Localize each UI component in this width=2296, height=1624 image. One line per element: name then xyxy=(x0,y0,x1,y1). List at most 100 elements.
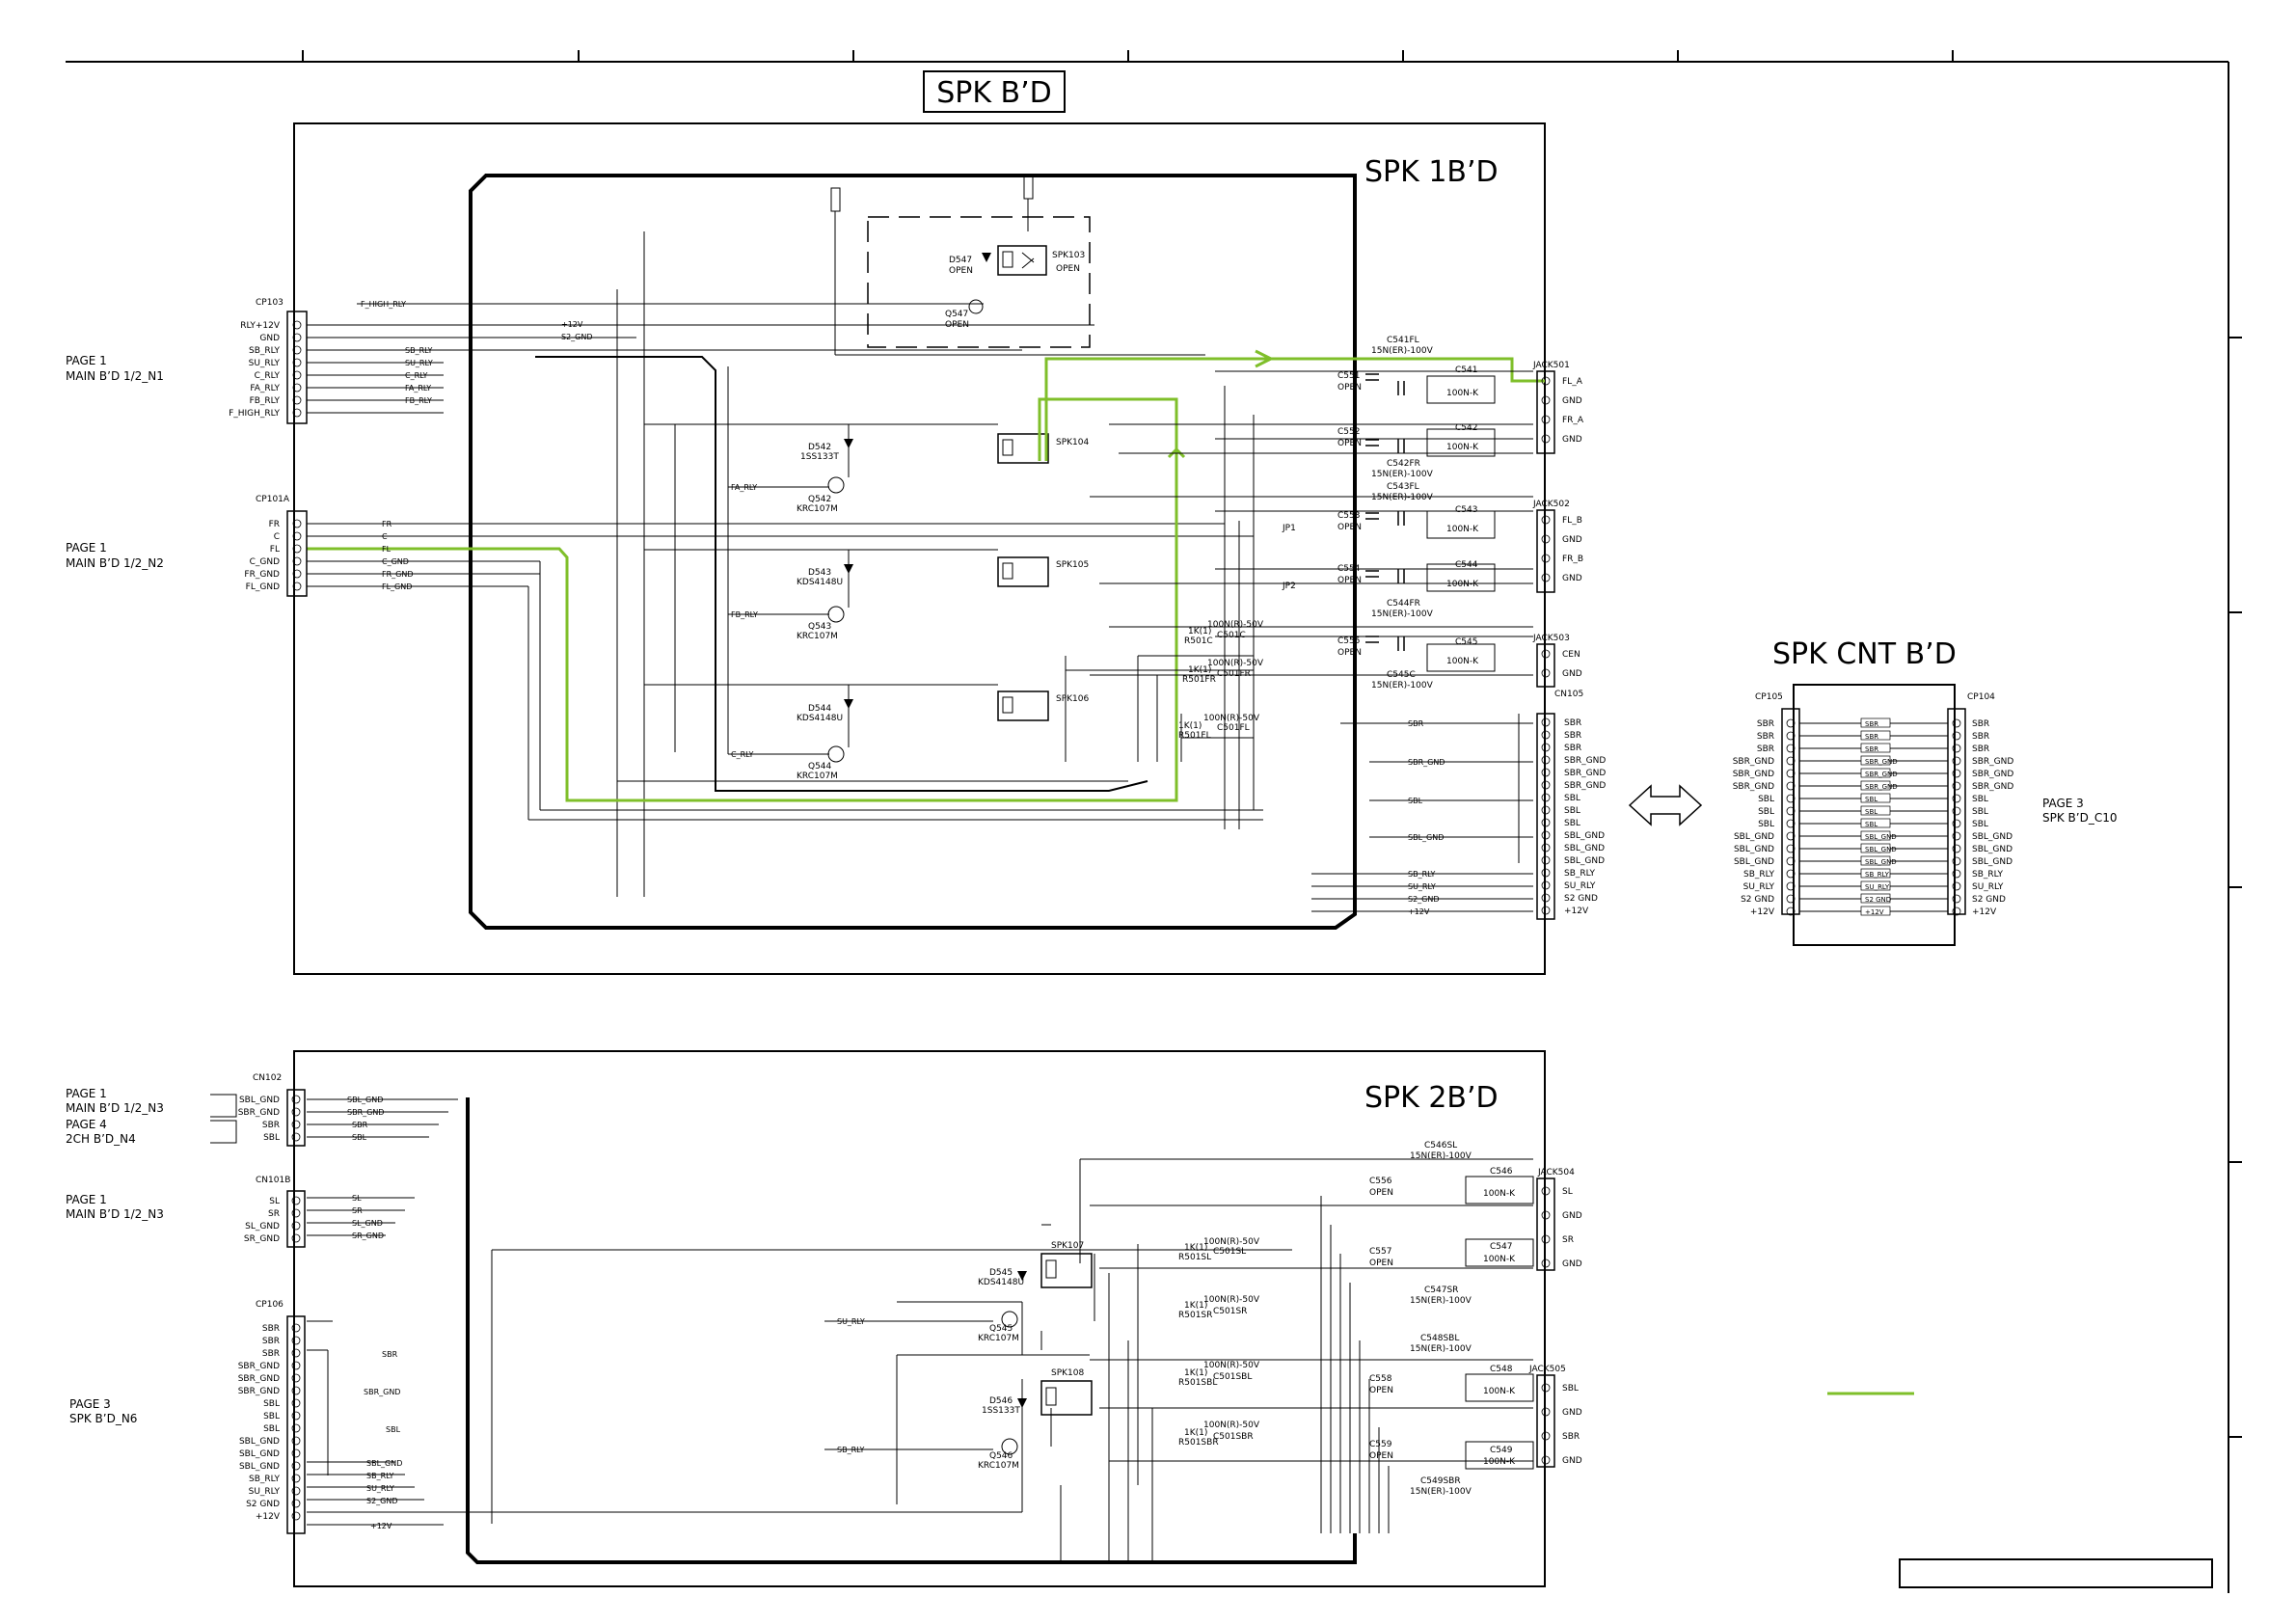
cp106-pin-labels: SBRSBRSBRSBR_GNDSBR_GNDSBR_GNDSBLSBLSBLS… xyxy=(238,1323,301,1522)
ground-bus-inner xyxy=(535,356,1148,792)
cp104-pin xyxy=(1952,769,1961,778)
cp104-pin xyxy=(1952,894,1961,904)
q545-label: Q545 xyxy=(989,1324,1013,1334)
cp101a-pin xyxy=(292,569,302,579)
cp105-pin-label: SBL_GND xyxy=(1734,832,1774,842)
cp101a-wires xyxy=(307,523,1263,821)
jp2-label: JP2 xyxy=(1282,582,1296,591)
net-su-rly-2: SU_RLY xyxy=(1408,882,1436,891)
cnt-net-tag xyxy=(1860,906,1891,916)
spk2-title: SPK 2B’D xyxy=(1364,1081,1499,1115)
net2-sb-rly: SB_RLY xyxy=(837,1446,865,1454)
cp106-pin-label: SBR xyxy=(262,1349,280,1359)
cp103-pin xyxy=(292,345,302,355)
ref-page1-n2-line1: PAGE 1 xyxy=(66,541,107,555)
c547-label: C547 xyxy=(1490,1242,1512,1252)
net-c-rly-2: C_RLY xyxy=(731,750,754,759)
spk103-status: OPEN xyxy=(1056,264,1080,274)
c551-status: OPEN xyxy=(1337,383,1362,392)
jack504-pin-label: SR xyxy=(1562,1235,1574,1245)
spk103-label: SPK103 xyxy=(1052,251,1085,260)
ground-loop xyxy=(469,174,1357,930)
jack505-name: JACK505 xyxy=(1528,1365,1566,1374)
spk1-title: SPK 1B’D xyxy=(1364,155,1499,189)
cn105-pin-label: SBL_GND xyxy=(1564,856,1605,866)
cn105-pin xyxy=(1541,730,1551,740)
cp106-pin xyxy=(291,1511,301,1521)
relay-spk106 xyxy=(997,690,1049,721)
d542-label: D542 xyxy=(808,443,831,452)
cp106-pin xyxy=(291,1423,301,1433)
cp106-pin xyxy=(291,1486,301,1496)
relay-spk107 xyxy=(1040,1253,1093,1288)
net2-su-rly: SU_RLY xyxy=(837,1317,865,1326)
ref-page1-n3-line1: PAGE 1 xyxy=(66,1087,107,1100)
relay-spk104 xyxy=(997,433,1049,464)
net-sb-rly: SB_RLY xyxy=(405,346,433,355)
net2-sbr-gnd-cp106: SBR_GND xyxy=(364,1388,400,1396)
c542fr-label: C542FR xyxy=(1387,459,1420,469)
c501sbr-rating: 100N(R)-50V xyxy=(1203,1421,1260,1430)
net-fb-rly-2: FB_RLY xyxy=(731,610,758,619)
cp105-pin xyxy=(1786,794,1796,803)
c559-label: C559 xyxy=(1369,1440,1392,1449)
c557-status: OPEN xyxy=(1369,1259,1393,1268)
c557-label: C557 xyxy=(1369,1247,1391,1257)
c543fl-label: C543FL xyxy=(1387,482,1419,492)
c547sr-label: C547SR xyxy=(1424,1286,1458,1295)
cn105-pin-label: SBR xyxy=(1564,744,1581,753)
c548-value: 100N-K xyxy=(1483,1387,1516,1396)
cp101a-pin-label: C_GND xyxy=(250,557,280,567)
jack505-pin-label: SBR xyxy=(1562,1432,1580,1442)
cp104-pin-label: SB_RLY xyxy=(1972,870,2003,880)
cp103-pin-label: GND xyxy=(259,334,280,343)
cp105-pin-label: SBL xyxy=(1758,820,1774,829)
jack501-name: JACK501 xyxy=(1532,361,1570,370)
cp104-pin-label: SBR_GND xyxy=(1972,770,2013,779)
jack504-pin xyxy=(1541,1234,1551,1244)
cn105-pin-label: +12V xyxy=(1564,907,1589,916)
spk105-label: SPK105 xyxy=(1056,560,1089,570)
cp104-name: CP104 xyxy=(1967,692,1995,702)
cp104-pin xyxy=(1952,844,1961,853)
cp106-pin xyxy=(291,1361,301,1370)
cnt-net-tag xyxy=(1860,893,1891,904)
d543-label: D543 xyxy=(808,568,831,578)
jack501-pin-label: GND xyxy=(1562,435,1582,445)
jack501-pin-label: GND xyxy=(1562,396,1582,406)
cp105-pin xyxy=(1786,819,1796,828)
cp106-name: CP106 xyxy=(256,1300,284,1310)
c543fl-rating: 15N(ER)-100V xyxy=(1371,493,1434,502)
cp104-pin-label: S2 GND xyxy=(1972,895,2006,905)
cp105-pin-label: SBR xyxy=(1757,732,1774,742)
jack502-pin xyxy=(1541,573,1551,582)
cnt-net-tag-label: SBL xyxy=(1865,808,1877,816)
cp104-pin-label: SBL_GND xyxy=(1972,845,2012,854)
cp103-pin-labels: RLY+12VGNDSB_RLYSU_RLYC_RLYFA_RLYFB_RLYF… xyxy=(229,320,302,419)
c554-status: OPEN xyxy=(1337,576,1362,585)
net2-sl: SL xyxy=(352,1194,362,1203)
c501fr-rating: 100N(R)-50V xyxy=(1207,659,1264,668)
cn102-pin xyxy=(291,1120,301,1129)
jack501-pin xyxy=(1541,376,1551,386)
c549-label: C549 xyxy=(1490,1446,1513,1455)
cp106-pin-label: SBR xyxy=(262,1337,280,1346)
cp105-pin xyxy=(1786,856,1796,866)
cp105-pin xyxy=(1786,769,1796,778)
highlighted-trace xyxy=(307,349,1545,802)
net-fb-rly: FB_RLY xyxy=(405,396,432,405)
r501fr-value: 1K(1) xyxy=(1188,665,1211,675)
r501sbl-label: R501SBL xyxy=(1178,1378,1217,1388)
cp106-pin-label: SBR_GND xyxy=(238,1374,280,1384)
c547-value: 100N-K xyxy=(1483,1255,1516,1264)
cp104-pin-label: SBL xyxy=(1972,820,1988,829)
cn105-pin xyxy=(1541,717,1551,727)
net2-sbr: SBR xyxy=(352,1121,368,1129)
d545-label: D545 xyxy=(989,1268,1013,1278)
cnt-net-tag-label: SB_RLY xyxy=(1865,871,1890,879)
jack504-pin-label: SL xyxy=(1562,1187,1573,1197)
cnt-net-tag xyxy=(1860,868,1891,879)
ref-page1-n3-line2: MAIN B’D 1/2_N3 xyxy=(66,1101,164,1115)
